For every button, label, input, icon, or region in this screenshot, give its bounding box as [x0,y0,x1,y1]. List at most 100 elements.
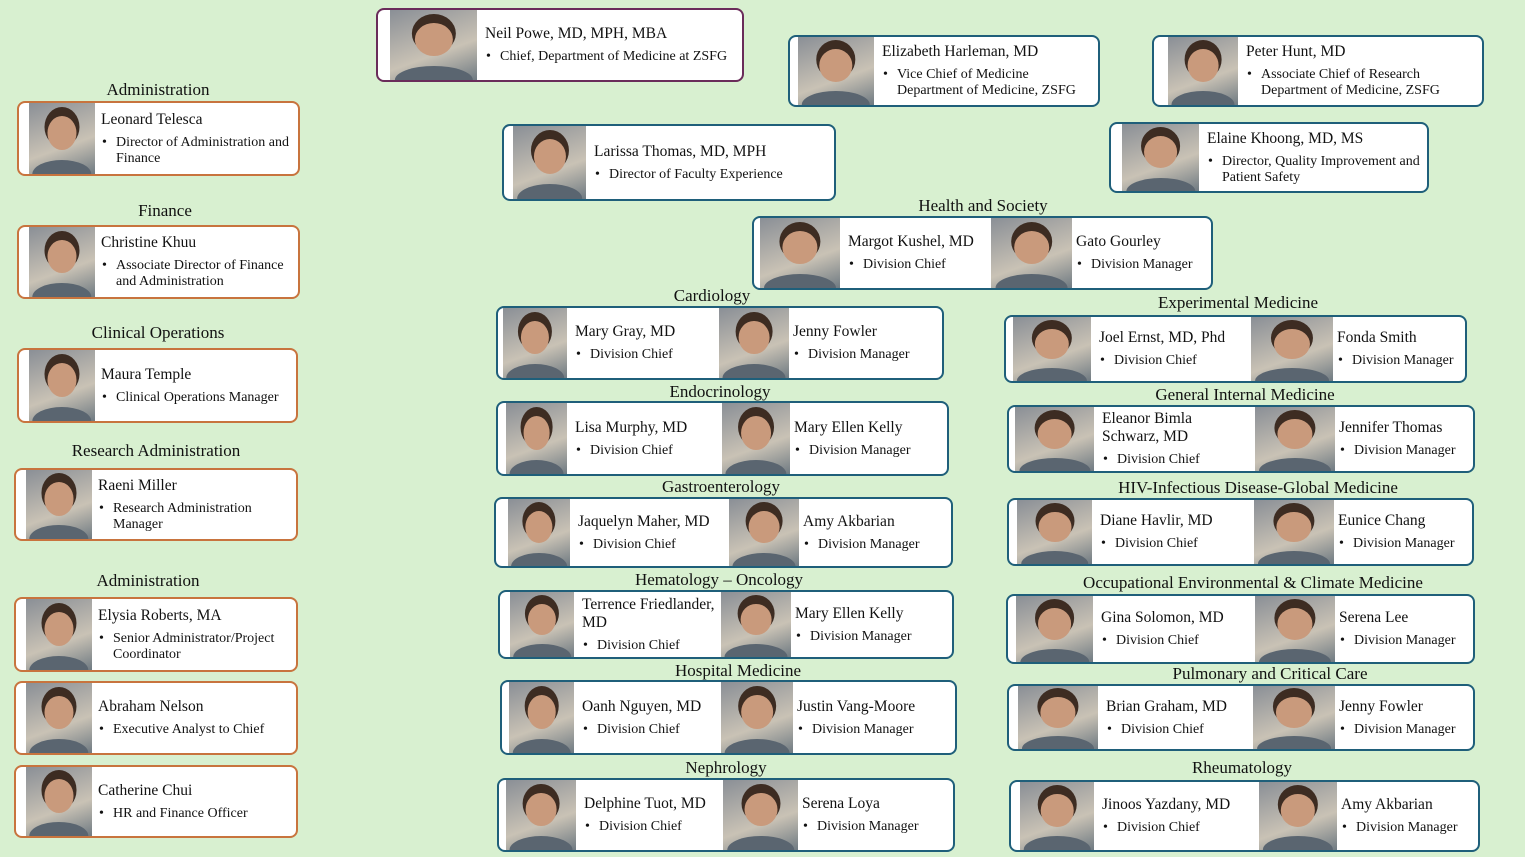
person-name: Peter Hunt, MD [1246,43,1346,60]
person-photo [1015,407,1094,471]
person-name: Mary Ellen Kelly [794,418,903,436]
person-name: Abraham Nelson [98,698,204,715]
person-role: Division Manager [802,819,953,835]
person-role: Division Chief [575,347,717,363]
person-role: Vice Chief of Medicine Department of Med… [882,67,1096,99]
person-role: HR and Finance Officer [98,806,294,822]
person-info: Amy AkbarianDivision Manager [1341,782,1478,850]
person-photo [390,10,477,80]
person-name: Larissa Thomas, MD, MPH [594,142,767,160]
person-photo [26,683,92,753]
person-photo [1168,37,1238,105]
person-name: Delphine Tuot, MD [584,795,706,812]
person-role: Division Chief [582,722,719,738]
person-photo [723,780,798,850]
person-photo [798,37,874,105]
leadership-card: Elaine Khoong, MD, MS Director, Quality I… [1109,122,1429,193]
leadership-card: Elizabeth Harleman, MDVice Chief of Medi… [788,35,1100,107]
person-role: Division Manager [1338,536,1472,552]
person-role: Division Manager [1339,443,1473,459]
division-label: Hematology – Oncology [634,570,804,589]
person-info: Eunice ChangDivision Manager [1338,500,1472,564]
person-photo [722,403,790,474]
person-role: Division Chief [575,443,720,459]
person-role: Division Chief [848,257,989,273]
person-info: Jennifer ThomasDivision Manager [1339,407,1473,471]
person-info: Diane Havlir, MDDivision Chief [1100,500,1252,564]
section-label: Clinical Operations [91,323,225,342]
division-label: General Internal Medicine [1155,385,1335,404]
person-info: Lisa Murphy, MDDivision Chief [575,403,720,474]
person-photo [26,599,92,670]
person-role: Director, Quality Improvement and Patien… [1207,154,1425,186]
person-name: Raeni Miller [98,476,177,494]
person-photo [760,218,840,288]
person-name: Elaine Khoong, MD, MS [1207,129,1364,147]
person-name: Mary Ellen Kelly [795,604,904,622]
person-info: Margot Kushel, MD Division Chief [848,218,989,288]
person-name: Maura Temple [101,365,192,383]
person-photo [26,470,92,539]
person-info: Christine KhuuAssociate Director of Fina… [101,227,296,297]
person-name: Joel Ernst, MD, Phd [1099,329,1226,346]
person-role: Division Chief [1106,722,1251,738]
division-label: Cardiology [673,286,751,305]
person-photo [29,350,95,421]
person-name: Mary Gray, MD [575,323,676,340]
person-photo [719,308,789,378]
person-info: Maura TempleClinical Operations Manager [101,350,294,421]
person-role: Director of Administration and Finance [101,135,296,167]
person-info: Jenny FowlerDivision Manager [1339,686,1473,749]
person-photo [1251,317,1333,381]
leadership-card: Larissa Thomas, MD, MPHDirector of Facul… [502,124,836,201]
person-name: Gina Solomon, MD [1101,609,1224,626]
person-role: Division Chief [1102,452,1253,468]
person-role: Division Chief [1101,633,1253,649]
person-name: Fonda Smith [1337,329,1417,346]
person-photo [506,403,567,474]
person-photo [1255,407,1335,471]
person-info: Elizabeth Harleman, MDVice Chief of Medi… [882,37,1096,105]
person-info: Catherine ChuiHR and Finance Officer [98,767,294,836]
person-name: Christine Khuu [101,234,197,251]
section-label: Administration [96,571,200,590]
division-label: Hospital Medicine [674,661,802,680]
person-role: Division Chief [1102,820,1257,836]
person-info: Oanh Nguyen, MD Division Chief [582,682,719,753]
person-name: Eleanor Bimla Schwarz, MD [1102,410,1192,445]
person-info: Leonard TelescaDirector of Administratio… [101,103,296,174]
person-photo [513,126,586,199]
admin-card: Abraham NelsonExecutive Analyst to Chief [14,681,298,755]
person-role: Division Manager [797,722,955,738]
section-label: Finance [138,201,192,220]
person-role: Division Manager [1339,722,1473,738]
division-label: Rheumatology [1191,758,1293,777]
division-card: Diane Havlir, MDDivision Chief Eunice Cha… [1007,498,1474,566]
person-photo [1013,317,1091,381]
section-label: Administration [106,80,210,99]
division-label: HIV-Infectious Disease-Global Medicine [1118,478,1398,497]
person-name: Oanh Nguyen, MD [582,697,702,715]
person-name: Margot Kushel, MD [848,233,974,250]
person-role: Division Chief [1100,536,1252,552]
person-photo [1020,782,1094,850]
person-name: Neil Powe, MD, MPH, MBA [485,25,668,42]
division-card: Terrence Friedlander, MDDivision ChiefMa… [498,590,954,659]
person-name: Leonard Telesca [101,110,203,128]
person-photo [1253,686,1335,749]
person-role: Division Chief [582,638,719,654]
division-label: Gastroenterology [661,477,781,496]
person-role: Division Manager [793,347,942,363]
division-label: Pulmonary and Critical Care [1172,664,1368,683]
person-info: Abraham NelsonExecutive Analyst to Chief [98,683,294,753]
person-role: Executive Analyst to Chief [98,722,294,738]
person-photo [508,499,570,566]
person-photo [509,682,574,753]
person-name: Elysia Roberts, MA [98,606,222,624]
person-role: Research Administration Manager [98,501,294,533]
